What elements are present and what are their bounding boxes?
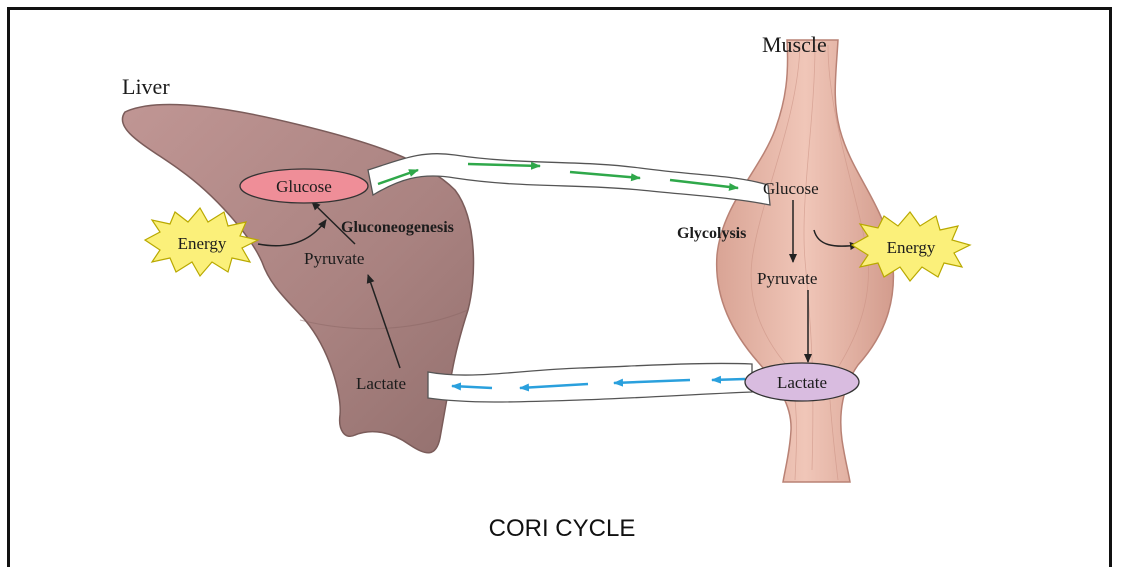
liver-glucose-label: Glucose [276,177,332,196]
diagram-caption: CORI CYCLE [489,515,636,542]
gluconeogenesis-label: Gluconeogenesis [341,219,454,236]
muscle-label: Muscle [762,32,827,57]
liver-energy-label: Energy [178,234,227,253]
muscle-glucose-label: Glucose [763,179,819,198]
liver-label: Liver [122,74,170,99]
muscle-energy-label: Energy [887,238,936,257]
muscle-pyruvate-label: Pyruvate [757,269,817,288]
liver-lactate-label: Lactate [356,374,406,393]
muscle-lactate-label: Lactate [777,373,827,392]
glycolysis-label: Glycolysis [677,225,746,242]
liver-pyruvate-label: Pyruvate [304,249,364,268]
vessel-lactate [428,363,752,402]
